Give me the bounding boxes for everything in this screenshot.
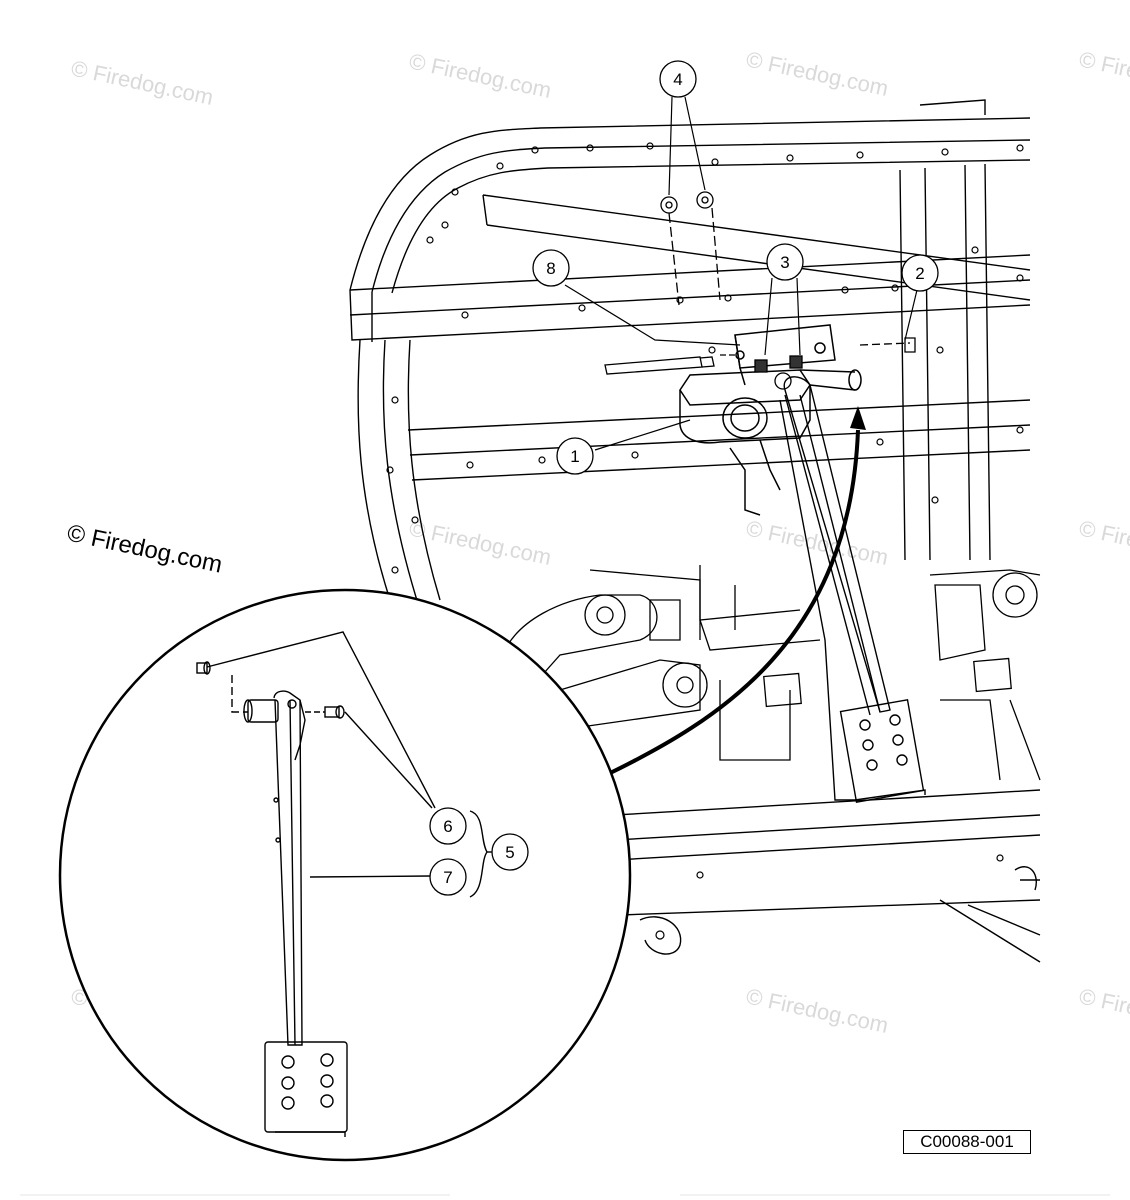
callout-8: 8	[532, 249, 570, 287]
watermark-text: © Firedog.com	[1077, 46, 1130, 101]
watermark-text: © Firedog.com	[744, 515, 891, 570]
pedal-arm-installed	[779, 376, 926, 804]
callout-label: 4	[673, 70, 682, 89]
callout-label: 8	[546, 259, 555, 278]
callout-6: 6	[429, 807, 467, 845]
watermark-text: © Firedog.com	[69, 55, 216, 110]
callout-label: 2	[915, 264, 924, 283]
callout-label: 7	[443, 868, 452, 887]
callout-4: 4	[659, 60, 697, 98]
callout-3: 3	[766, 243, 804, 281]
callout-label: 6	[443, 817, 452, 836]
callout-label: 3	[780, 253, 789, 272]
hardware	[604, 191, 916, 390]
callout-label: 1	[570, 447, 579, 466]
callout-2: 2	[901, 254, 939, 292]
watermark-text: © Firedog.com	[1077, 515, 1130, 570]
callout-5: 5	[491, 833, 529, 871]
part-code-label: C00088-001	[903, 1130, 1031, 1154]
installation-arrow	[603, 406, 866, 778]
detail-inset	[58, 588, 632, 1162]
callout-1: 1	[556, 437, 594, 475]
watermark-text: © Firedog.com	[407, 48, 554, 103]
callouts: 4 8 3 2 1 6 7 5	[429, 60, 939, 896]
leader-lines	[564, 96, 918, 451]
watermark-text: © Firedog.com	[1077, 983, 1130, 1038]
watermark-text-dark: © Firedog.com	[65, 519, 225, 578]
callout-label: 5	[505, 843, 514, 862]
frame-holes	[386, 142, 1024, 940]
watermark-text: © Firedog.com	[744, 46, 891, 101]
watermark-text: © Firedog.com	[744, 983, 891, 1038]
linkage-assembly	[504, 565, 1041, 781]
callout-7: 7	[429, 858, 467, 896]
pedal-mount-bracket	[679, 324, 862, 516]
